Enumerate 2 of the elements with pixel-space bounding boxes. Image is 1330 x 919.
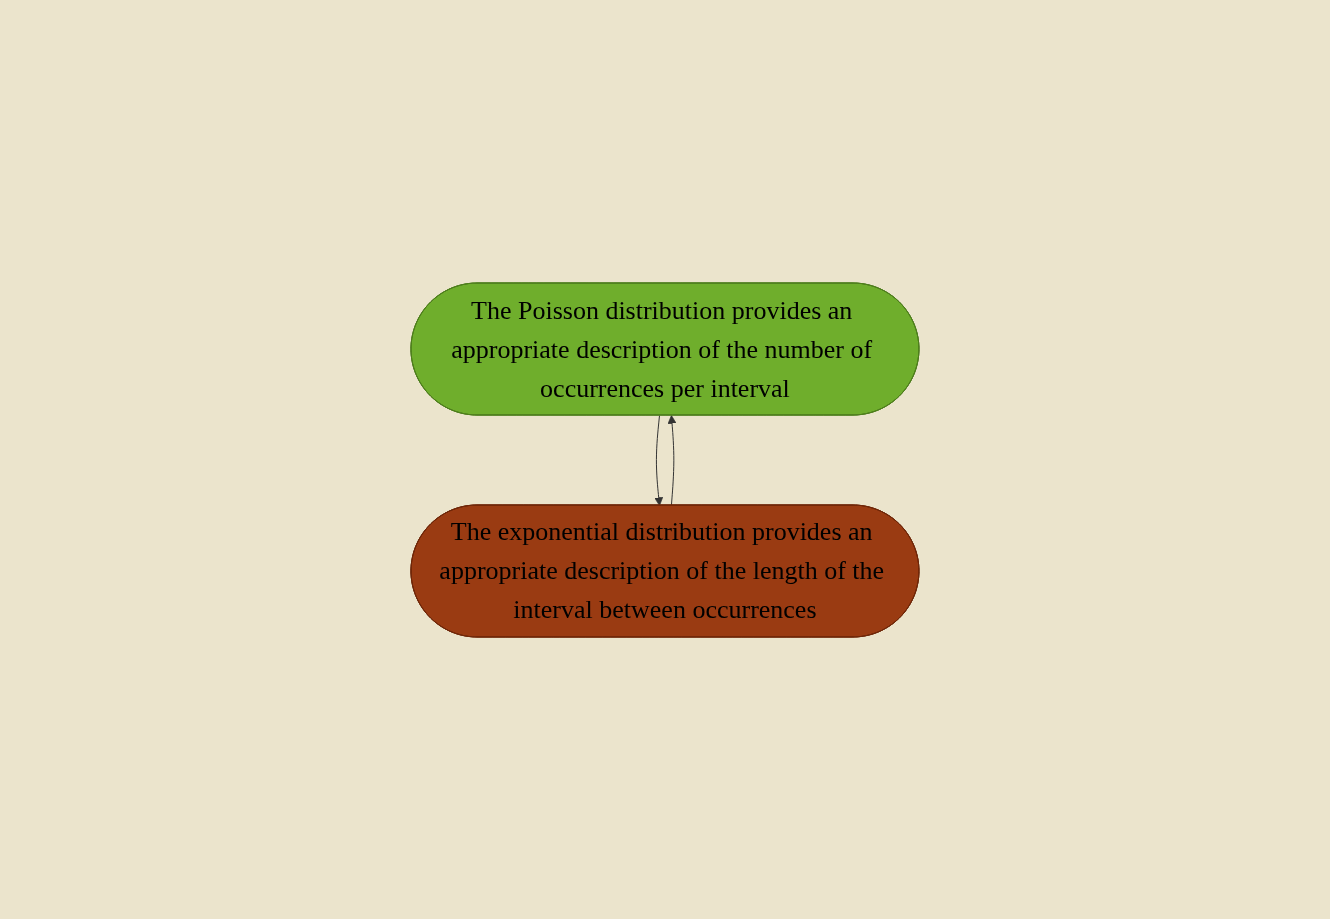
arrow xyxy=(654,414,664,506)
arrow xyxy=(667,414,677,506)
